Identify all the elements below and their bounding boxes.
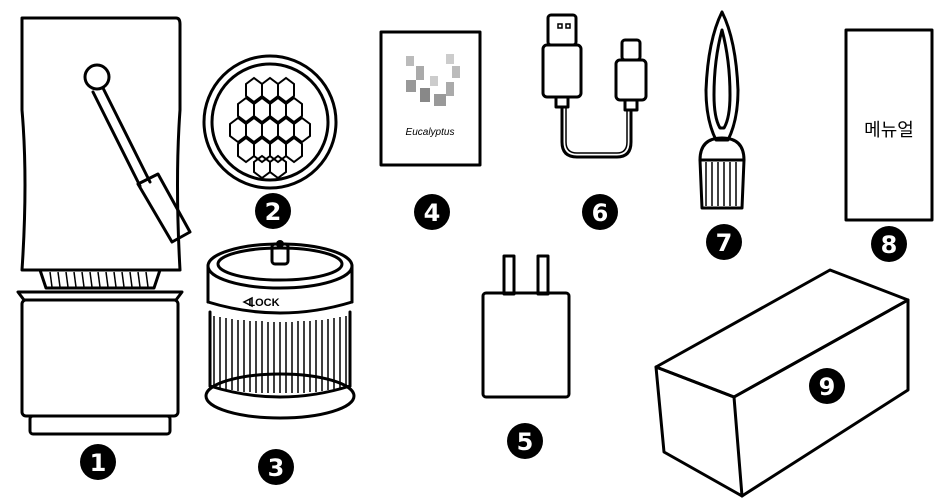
eucalyptus-image (406, 54, 460, 106)
eucalyptus-card-illustration: Eucalyptus (379, 30, 482, 167)
power-adapter-illustration (481, 254, 571, 399)
badge-5: 5 (507, 423, 543, 459)
honeycomb-filter-cover-illustration (202, 54, 338, 190)
svg-text:9: 9 (819, 373, 836, 401)
badge-1: 1 (80, 444, 116, 480)
svg-text:7: 7 (716, 229, 733, 257)
svg-text:1: 1 (90, 449, 107, 477)
package-box-illustration (654, 268, 910, 498)
badge-8: 8 (871, 226, 907, 262)
svg-text:4: 4 (424, 199, 441, 227)
badge-4: 4 (414, 194, 450, 230)
cleaning-brush-illustration (698, 10, 746, 210)
badge-7: 7 (706, 224, 742, 260)
svg-text:8: 8 (881, 231, 898, 259)
usb-cable-illustration (541, 13, 648, 159)
badge-9: 9 (809, 368, 845, 404)
badge-2: 2 (255, 193, 291, 229)
svg-text:메뉴얼: 메뉴얼 (864, 120, 914, 140)
svg-text:2: 2 (265, 198, 282, 226)
filter-cartridge-illustration: LOCK (204, 240, 356, 420)
svg-text:3: 3 (268, 454, 285, 482)
badge-3: 3 (258, 449, 294, 485)
svg-text:Eucalyptus: Eucalyptus (406, 127, 455, 138)
svg-text:LOCK: LOCK (248, 297, 279, 309)
badge-6: 6 (582, 194, 618, 230)
svg-text:6: 6 (592, 199, 609, 227)
manual-illustration: 메뉴얼 (844, 28, 934, 222)
main-unit-illustration (16, 16, 192, 436)
svg-text:5: 5 (517, 428, 534, 456)
